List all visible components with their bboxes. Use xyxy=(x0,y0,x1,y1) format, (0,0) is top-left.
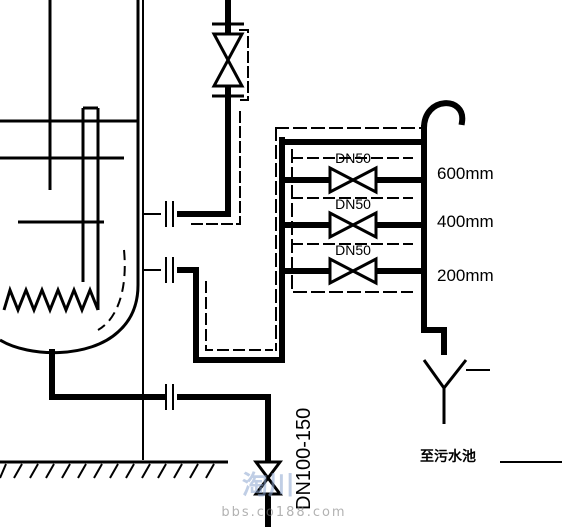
valve-size-label-mid: DN50 xyxy=(335,196,371,212)
standpipe xyxy=(420,100,466,355)
level-valve-600[interactable] xyxy=(328,165,378,195)
level-valve-400[interactable] xyxy=(328,210,378,240)
level-label-600: 600mm xyxy=(437,164,494,183)
valve-size-label-bot: DN50 xyxy=(335,242,371,258)
pipe-spec-label: DN100-150 xyxy=(293,408,315,510)
ground-hatch xyxy=(0,460,562,479)
feed-gate-valve[interactable] xyxy=(211,22,245,98)
watermark-site: bbs.co188.com xyxy=(221,505,346,520)
level-valve-200[interactable] xyxy=(328,256,378,286)
drain-funnel-icon xyxy=(422,359,490,424)
watermark-logo: 淘川 xyxy=(242,471,294,501)
sampling-header xyxy=(143,127,427,363)
outlet-pipe xyxy=(49,349,271,461)
outlet-gate-valve[interactable] xyxy=(253,460,283,527)
level-label-200: 200mm xyxy=(437,266,494,285)
level-label-400: 400mm xyxy=(437,212,494,231)
valve-size-label-top: DN50 xyxy=(335,150,371,166)
vessel xyxy=(0,0,140,355)
feed-pipe-top xyxy=(143,0,249,227)
drain-label: 至污水池 xyxy=(420,448,476,465)
